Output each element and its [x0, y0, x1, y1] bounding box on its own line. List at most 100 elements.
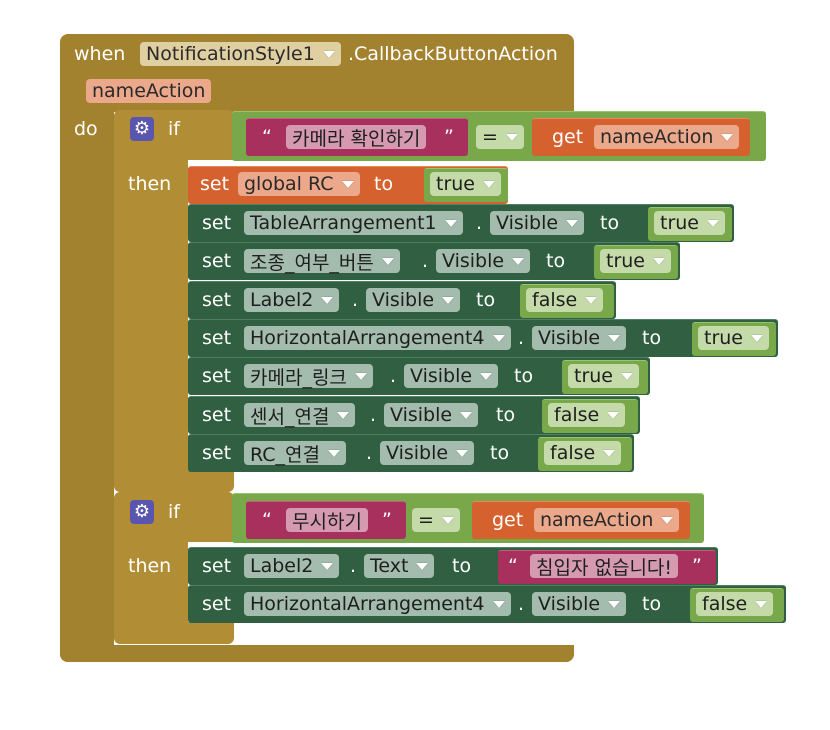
- component-dropdown[interactable]: RC_연결: [244, 441, 346, 466]
- bool-dropdown[interactable]: false: [548, 403, 626, 427]
- chevron-down-icon[interactable]: [381, 257, 394, 265]
- global-var-dropdown[interactable]: global RC: [238, 172, 360, 196]
- dot-label: .: [350, 555, 357, 577]
- property-dropdown[interactable]: Visible: [436, 249, 531, 273]
- component-dropdown[interactable]: 조종_여부_버튼: [244, 249, 400, 274]
- chevron-down-icon[interactable]: [444, 219, 457, 227]
- get-var-dropdown[interactable]: nameAction: [594, 125, 740, 149]
- component-dropdown[interactable]: Label2: [244, 288, 340, 312]
- property-name: Visible: [410, 365, 473, 387]
- bool-dropdown[interactable]: true: [654, 211, 725, 235]
- chevron-down-icon[interactable]: [566, 219, 579, 227]
- bool-dropdown[interactable]: false: [526, 288, 604, 312]
- compare-op-dropdown[interactable]: =: [476, 125, 524, 149]
- chevron-down-icon[interactable]: [442, 296, 455, 304]
- component-dropdown[interactable]: HorizontalArrangement4: [244, 592, 511, 616]
- chevron-down-icon[interactable]: [608, 334, 621, 342]
- chevron-down-icon[interactable]: [354, 372, 367, 380]
- bool-label: true: [660, 212, 699, 234]
- chevron-down-icon[interactable]: [512, 257, 525, 265]
- chevron-down-icon[interactable]: [653, 257, 665, 265]
- chevron-down-icon[interactable]: [603, 449, 616, 457]
- component-name: 센서_연결: [250, 405, 330, 428]
- gear-icon[interactable]: ⚙: [130, 117, 154, 141]
- compare-op-dropdown[interactable]: =: [412, 508, 460, 532]
- bool-label: false: [532, 289, 578, 311]
- component-dropdown[interactable]: 카메라_링크: [244, 364, 373, 389]
- property-dropdown[interactable]: Visible: [404, 364, 499, 388]
- component-dropdown[interactable]: HorizontalArrangement4: [244, 326, 511, 350]
- bool-dropdown[interactable]: true: [698, 326, 769, 350]
- bool-dropdown[interactable]: true: [430, 172, 501, 196]
- chevron-down-icon[interactable]: [341, 180, 354, 188]
- property-name: Visible: [386, 442, 449, 464]
- chevron-down-icon[interactable]: [585, 296, 598, 304]
- chevron-down-icon[interactable]: [456, 449, 469, 457]
- chevron-down-icon[interactable]: [321, 296, 334, 304]
- chevron-down-icon[interactable]: [483, 180, 495, 188]
- get-var-dropdown[interactable]: nameAction: [534, 508, 680, 532]
- property-dropdown[interactable]: Visible: [532, 326, 627, 350]
- component-dropdown[interactable]: 센서_연결: [244, 403, 356, 428]
- to-label: to: [642, 593, 662, 615]
- bool-dropdown[interactable]: false: [696, 592, 774, 616]
- text-value-1[interactable]: 카메라 확인하기: [286, 125, 427, 150]
- chevron-down-icon[interactable]: [751, 334, 763, 342]
- chevron-down-icon[interactable]: [621, 372, 633, 380]
- chevron-down-icon[interactable]: [321, 562, 334, 570]
- chevron-down-icon[interactable]: [337, 411, 350, 419]
- dot-label: .: [370, 404, 377, 426]
- text-value-label: 카메라 확인하기: [292, 127, 421, 150]
- param-name-action[interactable]: nameAction: [86, 79, 212, 103]
- property-dropdown[interactable]: Visible: [532, 592, 627, 616]
- bool-label: false: [550, 442, 596, 464]
- bool-label: false: [554, 404, 600, 426]
- gear-icon[interactable]: ⚙: [130, 500, 154, 524]
- set-label: set: [202, 404, 232, 426]
- close-quote: ”: [692, 555, 702, 577]
- property-dropdown[interactable]: Text: [364, 554, 435, 578]
- dot-label: .: [422, 250, 429, 272]
- chevron-down-icon[interactable]: [505, 133, 518, 141]
- chevron-down-icon[interactable]: [492, 600, 505, 608]
- set-label: set: [202, 593, 232, 615]
- dot-label: .: [366, 442, 373, 464]
- property-dropdown[interactable]: Visible: [380, 441, 475, 465]
- component-dropdown[interactable]: TableArrangement1: [244, 211, 463, 235]
- chevron-down-icon[interactable]: [416, 562, 429, 570]
- bool-dropdown[interactable]: true: [568, 364, 639, 388]
- chevron-down-icon[interactable]: [755, 600, 768, 608]
- bool-dropdown[interactable]: false: [544, 441, 622, 465]
- bool-dropdown[interactable]: true: [600, 249, 671, 273]
- property-dropdown[interactable]: Visible: [490, 211, 585, 235]
- text-value-3[interactable]: 침입자 없습니다!: [530, 554, 679, 579]
- open-quote: “: [262, 126, 272, 148]
- get-var-label: nameAction: [600, 126, 714, 148]
- property-name: Visible: [372, 289, 435, 311]
- close-quote: ”: [444, 126, 454, 148]
- chevron-down-icon[interactable]: [492, 334, 505, 342]
- property-name: Visible: [538, 327, 601, 349]
- property-dropdown[interactable]: Visible: [366, 288, 461, 312]
- to-label: to: [642, 327, 662, 349]
- to-label: to: [600, 212, 620, 234]
- chevron-down-icon[interactable]: [607, 411, 620, 419]
- event-name: .CallbackButtonAction: [348, 43, 558, 65]
- chevron-down-icon[interactable]: [721, 133, 734, 141]
- property-dropdown[interactable]: Visible: [384, 403, 479, 427]
- component-dropdown[interactable]: NotificationStyle1: [140, 42, 341, 66]
- chevron-down-icon[interactable]: [480, 372, 493, 380]
- set-label: set: [202, 327, 232, 349]
- chevron-down-icon[interactable]: [322, 50, 335, 58]
- if-block-1-spine: [114, 160, 188, 480]
- chevron-down-icon[interactable]: [608, 600, 621, 608]
- chevron-down-icon[interactable]: [661, 516, 674, 524]
- component-dropdown[interactable]: Label2: [244, 554, 340, 578]
- chevron-down-icon[interactable]: [327, 449, 340, 457]
- chevron-down-icon[interactable]: [460, 411, 473, 419]
- chevron-down-icon[interactable]: [707, 219, 719, 227]
- chevron-down-icon[interactable]: [441, 516, 454, 524]
- bool-label: true: [606, 250, 645, 272]
- text-value-2[interactable]: 무시하기: [286, 508, 368, 533]
- bool-label: true: [436, 173, 475, 195]
